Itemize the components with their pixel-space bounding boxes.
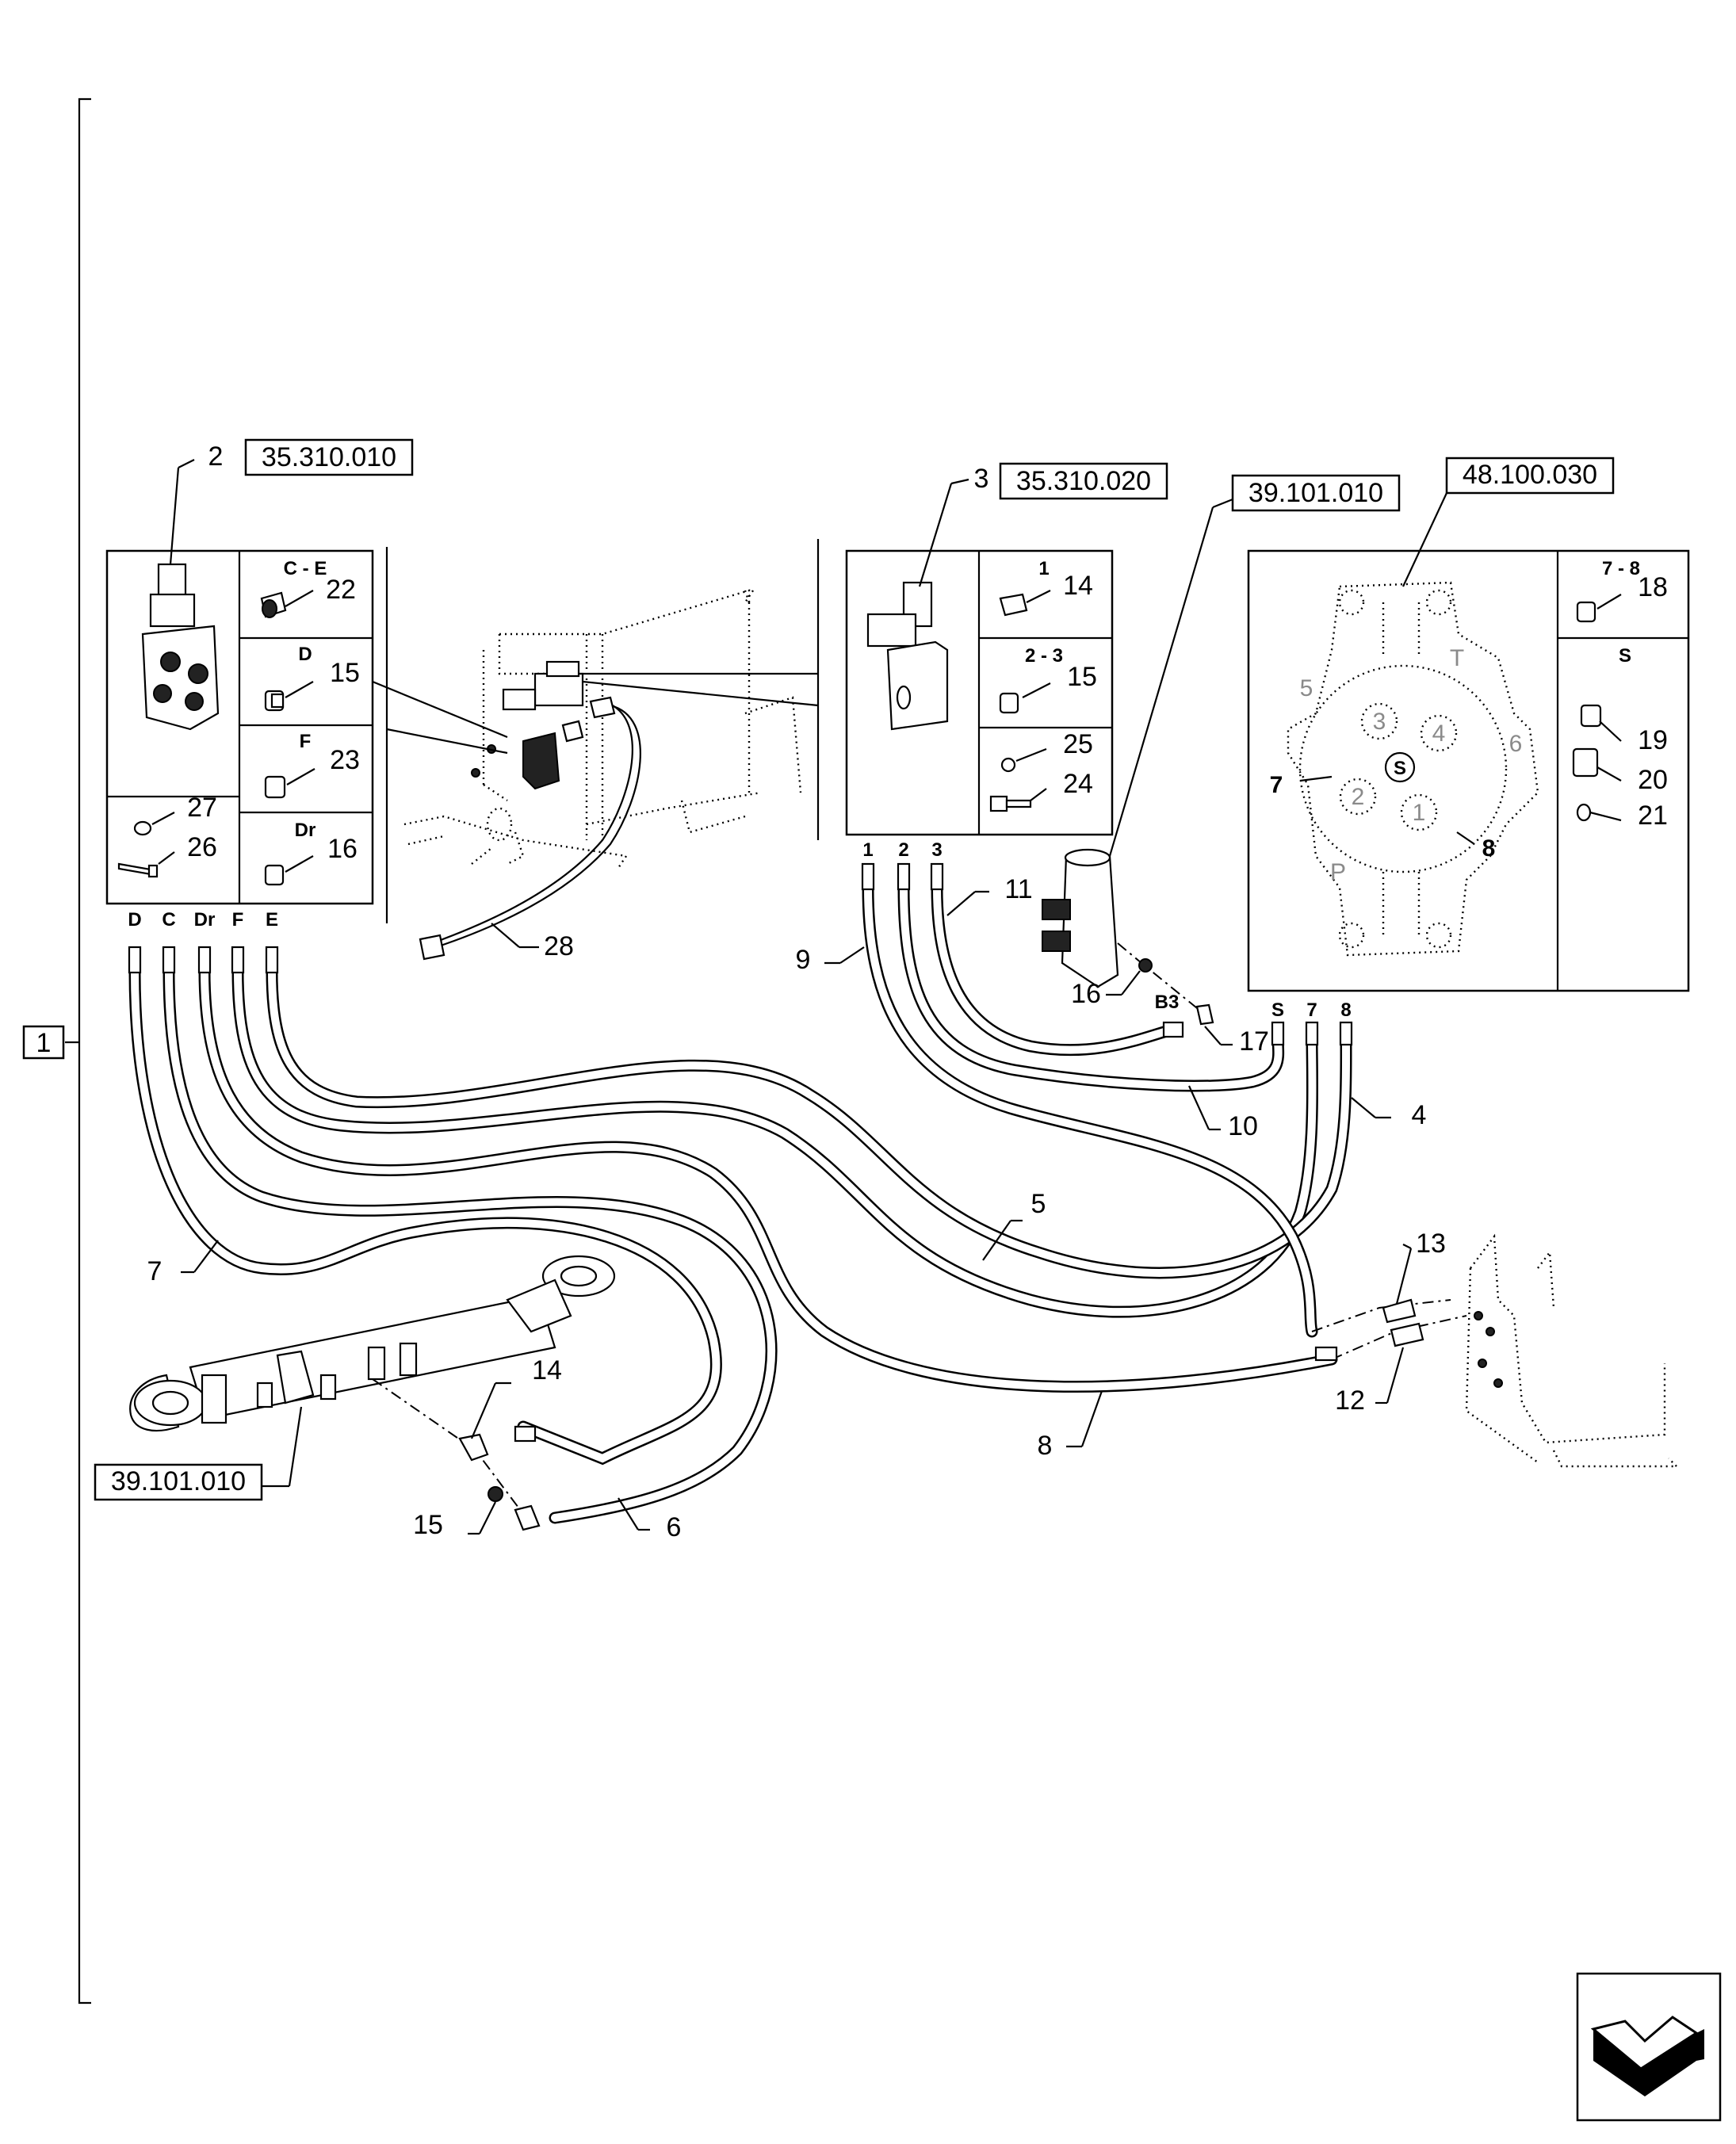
hydraulic-cylinder: 14 15 6 39.101.010: [94, 1255, 682, 1542]
motor-port-2: 2: [1352, 784, 1365, 810]
port-8: 8: [1340, 999, 1351, 1021]
tee-fittings: 13 12: [1311, 1229, 1677, 1468]
ref-39-101-010-top: 39.101.010: [1248, 478, 1383, 508]
callout-26: 26: [187, 832, 217, 862]
motor-port-4: 4: [1432, 720, 1446, 747]
header-ce: C - E: [284, 558, 327, 579]
header-dr: Dr: [295, 820, 316, 841]
callout-19: 19: [1638, 725, 1668, 755]
header-s: S: [1619, 645, 1631, 667]
previous-page-arrow-icon[interactable]: [1576, 1972, 1722, 2122]
control-valve-inset: 2 35.310.010 C - E 22 D 15 F 23 Dr 16 27…: [105, 438, 414, 905]
callout-15a: 15: [330, 658, 360, 688]
motor-inset: 3 4 2 1 S 5 6 7 8 T P 48.100.030 7 - 8 1…: [1247, 457, 1690, 992]
callout-10: 10: [1228, 1111, 1258, 1141]
port-2: 2: [898, 839, 908, 861]
callout-15b: 15: [1067, 662, 1097, 692]
port-S: S: [1271, 999, 1284, 1021]
port-3: 3: [931, 839, 942, 861]
callout-12: 12: [1335, 1385, 1365, 1416]
callout-13: 13: [1416, 1229, 1446, 1259]
callout-11: 11: [1004, 874, 1032, 904]
callout-2: 2: [208, 441, 224, 472]
callout-20: 20: [1638, 765, 1668, 795]
header-f: F: [300, 731, 312, 752]
header-p23: 2 - 3: [1025, 645, 1063, 667]
port-1: 1: [862, 839, 873, 861]
motor-port-6: 6: [1509, 731, 1523, 757]
callout-7: 7: [147, 1256, 163, 1286]
port-Dr: Dr: [194, 909, 216, 931]
motor-port-7: 7: [1270, 772, 1283, 798]
port-D: D: [128, 909, 141, 931]
port-E: E: [266, 909, 278, 931]
callout-6: 6: [667, 1512, 682, 1542]
callout-24: 24: [1063, 769, 1093, 799]
motor-port-5: 5: [1300, 675, 1313, 701]
item-1-label: 1: [36, 1028, 52, 1058]
hose-callouts: 9 11 10 4 5 7 8: [147, 874, 1427, 1461]
control-valve-drawing: [141, 563, 220, 731]
callout-23: 23: [330, 745, 360, 775]
header-p78: 7 - 8: [1602, 558, 1640, 579]
callout-27: 27: [187, 793, 217, 823]
motor-port-1: 1: [1413, 800, 1426, 826]
ref-39-top-group: 39.101.010: [1108, 474, 1401, 857]
hoses: [128, 862, 1353, 1524]
header-p1: 1: [1038, 558, 1049, 579]
callout-18: 18: [1638, 572, 1668, 602]
callout-14a: 14: [1063, 571, 1093, 601]
machine-frame-sketch: 28: [372, 539, 820, 961]
header-d: D: [298, 644, 312, 665]
port-7: 7: [1306, 999, 1317, 1021]
callout-5: 5: [1031, 1189, 1046, 1219]
solenoid-valve-drawing: [866, 581, 949, 731]
motor-port-3: 3: [1373, 709, 1386, 735]
ref-35-310-020: 35.310.020: [1016, 466, 1151, 496]
motor-port-t: T: [1450, 645, 1464, 671]
ref-39-101-010-bottom: 39.101.010: [111, 1466, 246, 1496]
callout-9: 9: [796, 945, 811, 975]
port-B3: B3: [1155, 992, 1180, 1013]
ref-35-310-010: 35.310.010: [262, 442, 396, 472]
motor-port-letters: S 7 8: [1271, 999, 1352, 1021]
callout-15c: 15: [413, 1510, 443, 1540]
callout-17: 17: [1239, 1026, 1269, 1057]
callout-22: 22: [326, 575, 356, 605]
callout-4: 4: [1412, 1100, 1427, 1130]
callout-14b: 14: [532, 1355, 562, 1385]
solenoid-port-numbers: 1 2 3: [862, 839, 942, 861]
motor-port-s: S: [1394, 758, 1406, 779]
callout-3: 3: [974, 464, 989, 494]
callout-8: 8: [1038, 1431, 1053, 1461]
callout-16a: 16: [327, 834, 358, 864]
motor-port-p: P: [1330, 859, 1346, 885]
ref-48-100-030: 48.100.030: [1463, 460, 1597, 490]
callout-21: 21: [1638, 801, 1668, 831]
solenoid-valve-inset: 3 35.310.020 1 14 2 - 3 15 25 24: [845, 462, 1168, 836]
motor-port-8: 8: [1482, 835, 1496, 862]
assembly-bracket: 1: [22, 97, 91, 2005]
flow-block: B3 16 17: [1042, 848, 1269, 1057]
port-F: F: [232, 909, 244, 931]
callout-16b: 16: [1071, 979, 1101, 1009]
valve-port-letters: D C Dr F E: [128, 909, 278, 931]
callout-25: 25: [1063, 729, 1093, 759]
port-C: C: [162, 909, 175, 931]
callout-28: 28: [544, 931, 574, 961]
